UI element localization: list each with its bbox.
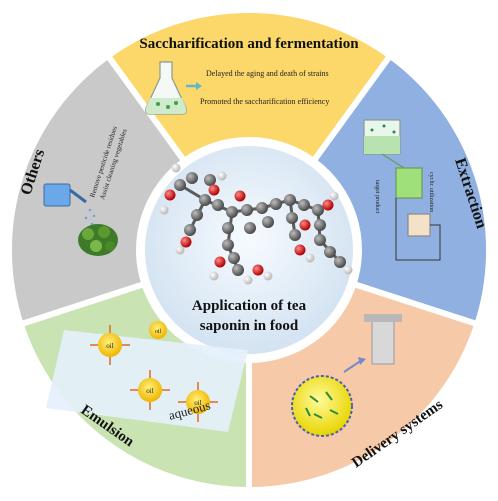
oil-droplet: [98, 321, 210, 414]
grinder-icon: [343, 314, 402, 373]
segment-delivery: [246, 280, 482, 494]
flask-icon: [144, 61, 202, 115]
emulsion-droplet2-label: oil: [146, 387, 153, 395]
watering-can-icon: [43, 183, 96, 226]
saccharification-note1: Delayed the aging and death of strains: [206, 69, 329, 78]
beaker-icon: [363, 119, 441, 261]
molecule-atoms: [159, 163, 353, 285]
center-circle: [141, 142, 357, 358]
ring: [5, 6, 493, 494]
extraction-tag-right: cyclic utilization: [428, 172, 434, 212]
nanocarrier-icon: [291, 375, 353, 437]
segment-others: [5, 51, 189, 328]
emulsion-droplet4-label: oil: [155, 329, 162, 335]
segment-saccharification: [103, 6, 395, 166]
emulsion-droplet3-label: oil: [194, 399, 201, 407]
center-title-line2: saponin in food: [200, 318, 299, 334]
vegetables-icon: [78, 224, 118, 256]
emulsion-panel: [46, 321, 248, 432]
saccharification-title: Saccharification and fermentation: [139, 36, 359, 52]
center-title-line1: Application of tea: [192, 298, 307, 314]
saccharification-note2: Promoted the saccharification efficiency: [200, 97, 329, 106]
emulsion-droplet1-label: oil: [106, 342, 113, 350]
extraction-tag-left: target product: [374, 180, 380, 214]
